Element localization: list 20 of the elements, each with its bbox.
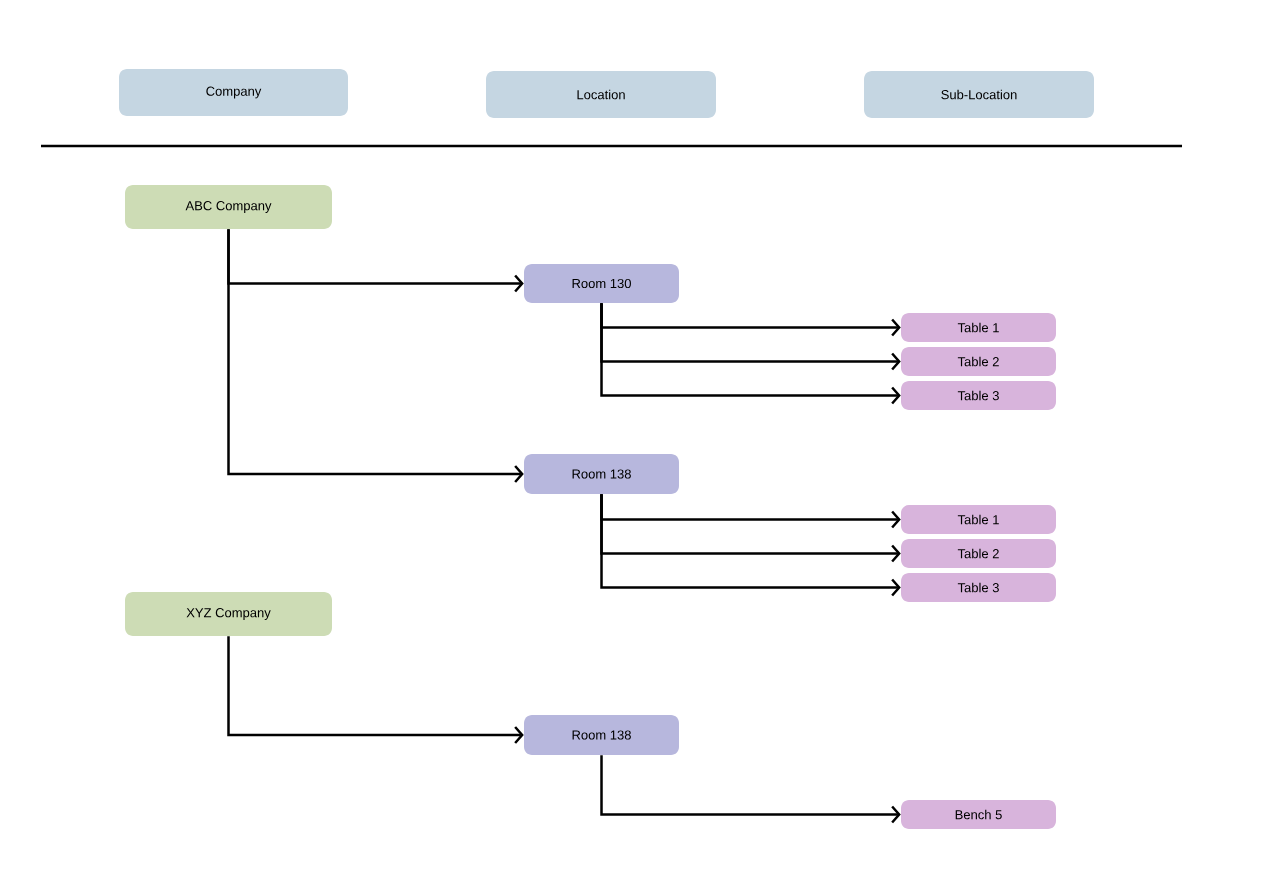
sub-location-box: Table 2 <box>901 539 1056 568</box>
connector-arrow <box>600 755 901 824</box>
connector-arrow <box>227 229 524 483</box>
sub-location-box: Table 1 <box>901 505 1056 534</box>
column-header: Location <box>486 71 716 118</box>
connector-arrow <box>600 494 901 597</box>
location-box: Room 138 <box>524 715 679 755</box>
sub-location-box: Table 1 <box>901 313 1056 342</box>
connector-arrow <box>600 303 901 405</box>
company-box: ABC Company <box>125 185 332 229</box>
column-header: Company <box>119 69 348 116</box>
sub-location-box: Table 3 <box>901 381 1056 410</box>
column-header: Sub-Location <box>864 71 1094 118</box>
company-box: XYZ Company <box>125 592 332 636</box>
sub-location-box: Table 2 <box>901 347 1056 376</box>
connector-arrow <box>227 636 524 744</box>
location-box: Room 138 <box>524 454 679 494</box>
sub-location-box: Table 3 <box>901 573 1056 602</box>
sub-location-box: Bench 5 <box>901 800 1056 829</box>
location-box: Room 130 <box>524 264 679 303</box>
